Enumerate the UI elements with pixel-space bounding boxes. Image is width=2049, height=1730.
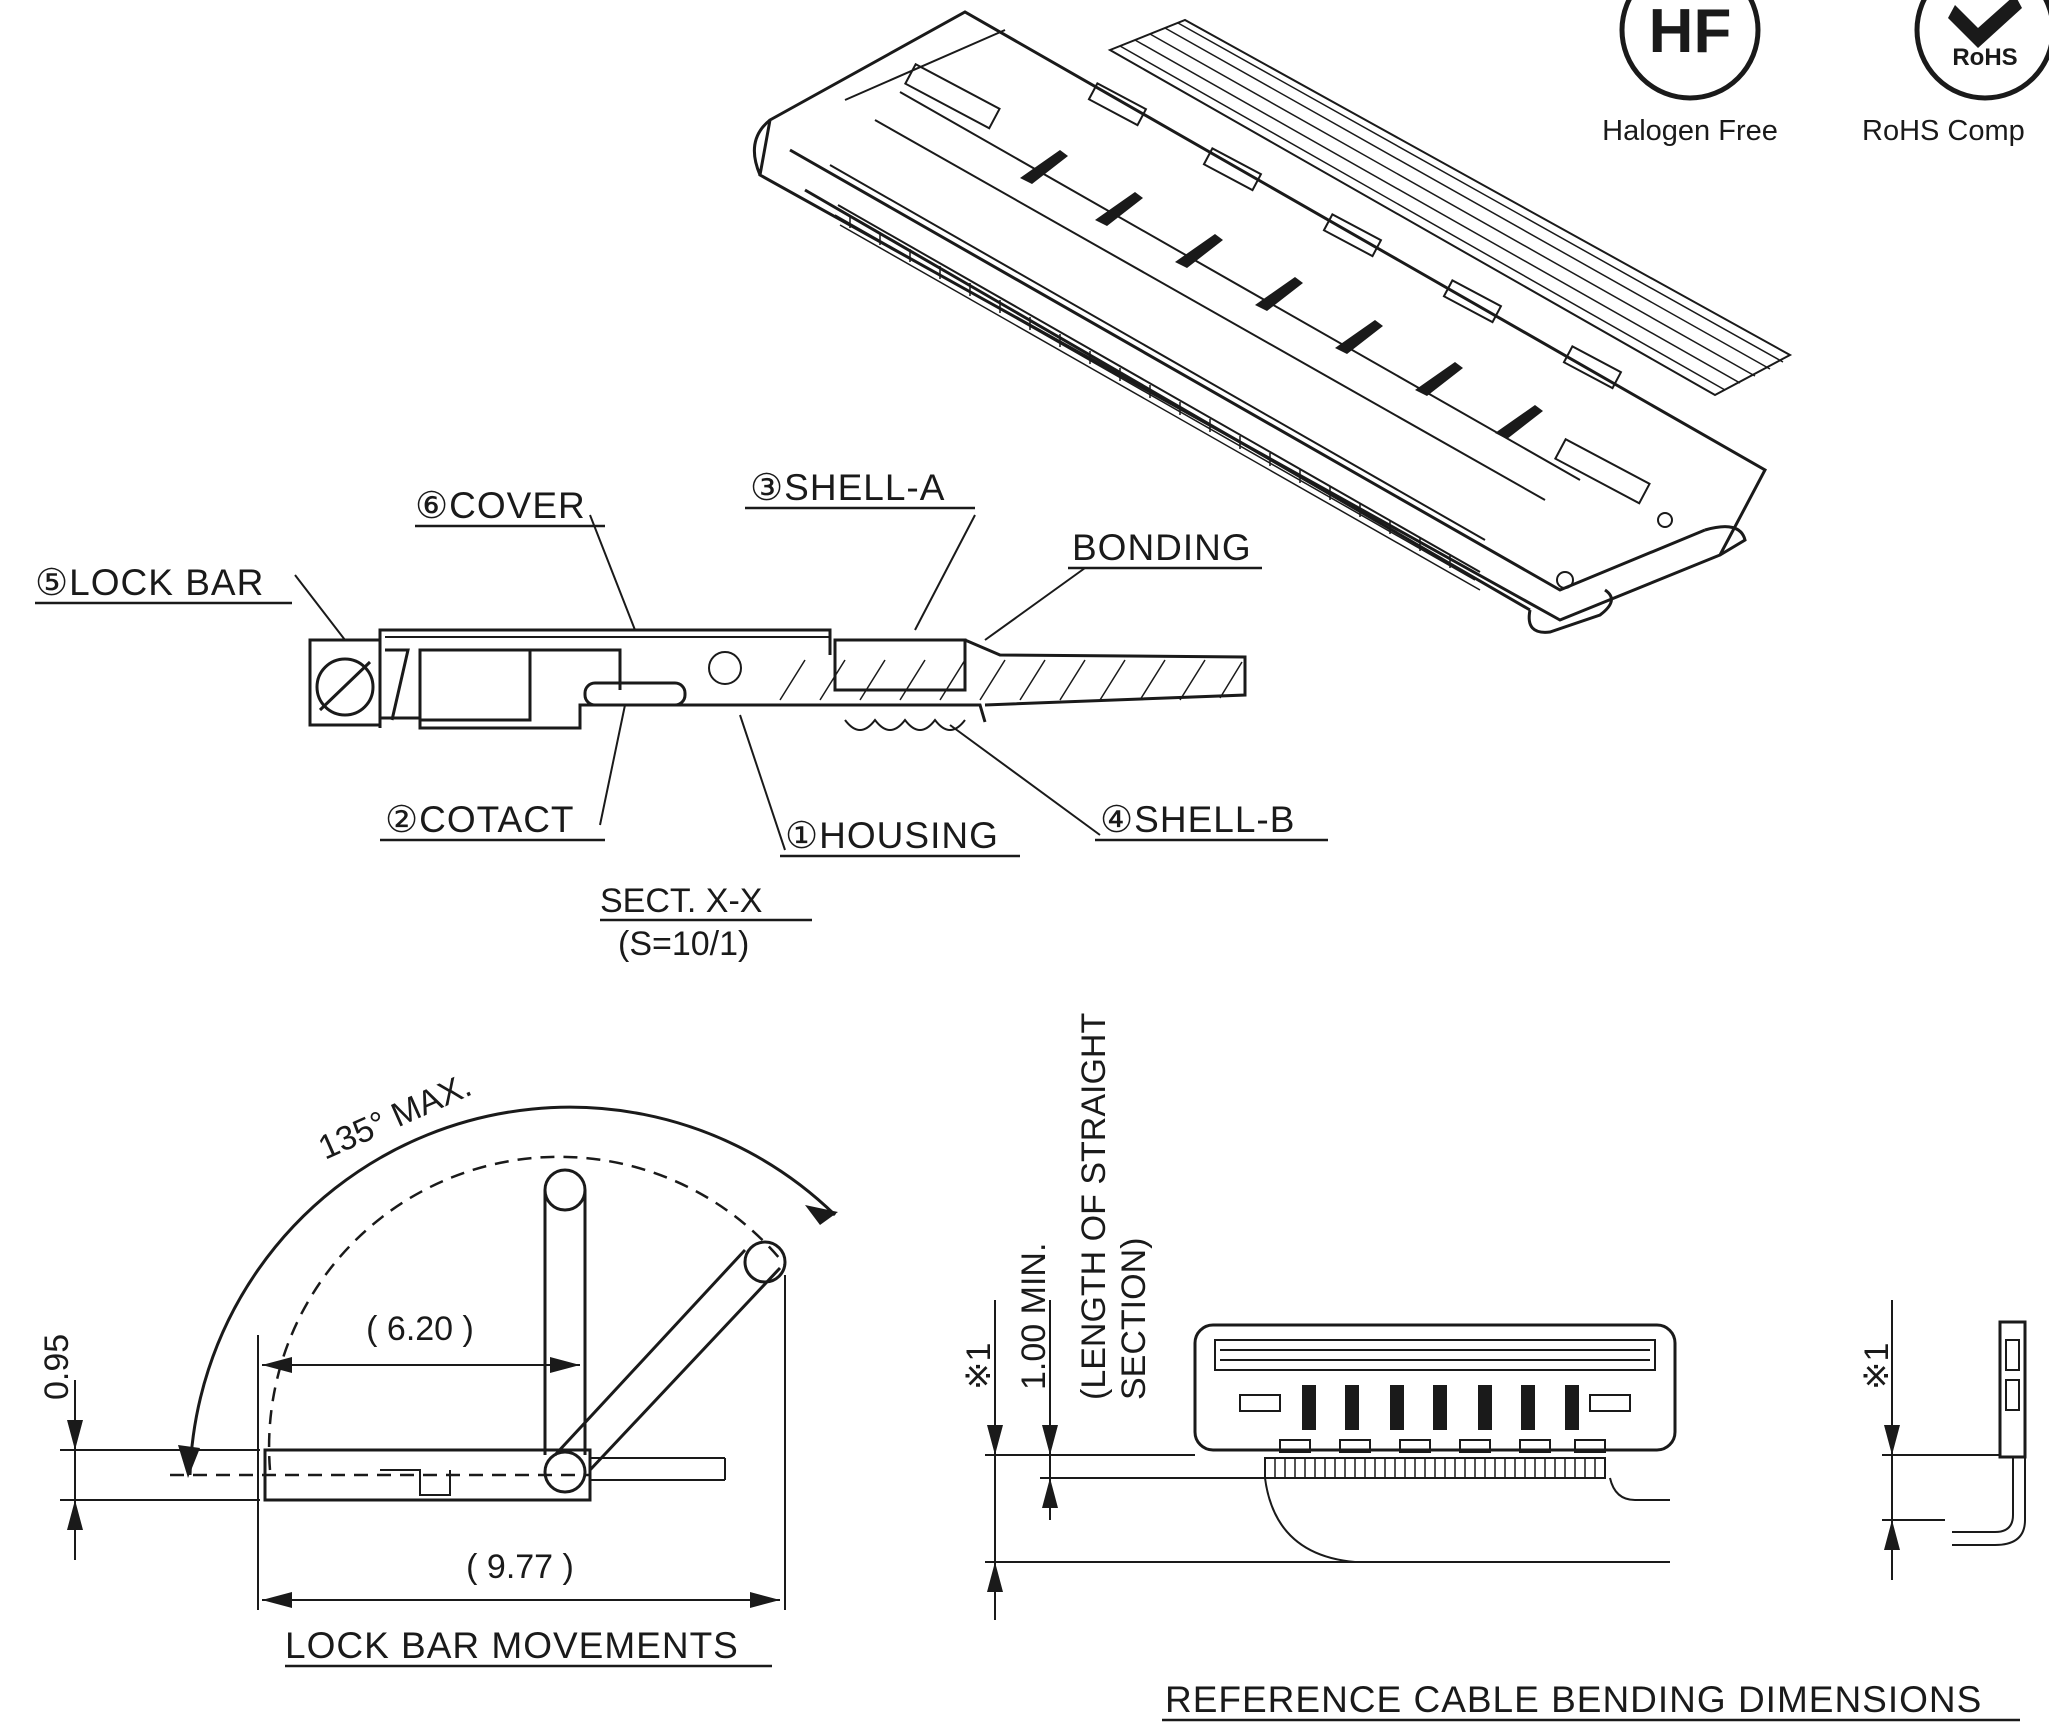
section-scale: (S=10/1) — [618, 925, 749, 963]
bottom-contact-row — [834, 214, 1481, 591]
checkmark-icon — [1948, 0, 2022, 48]
side-view: ※1 — [1858, 1300, 2027, 1580]
cable-bending-view: ※1 1.00 MIN. (LENGTH OF STRAIGHT SECTION… — [960, 1013, 2027, 1722]
label-shell-a: ③SHELL-A — [750, 467, 945, 508]
label-bonding: BONDING — [1072, 527, 1252, 568]
dim-height-label: 0.95 — [38, 1334, 76, 1400]
contact-pins — [1020, 150, 1543, 439]
front-slots — [1279, 1439, 1606, 1453]
label-contact: ②COTACT — [385, 799, 575, 840]
label-shell-b: ④SHELL-B — [1100, 799, 1295, 840]
cable-bending-title: REFERENCE CABLE BENDING DIMENSIONS — [1165, 1679, 1982, 1720]
min-length-label: 1.00 MIN. — [1015, 1243, 1053, 1390]
lock-bar-title: LOCK BAR MOVEMENTS — [285, 1625, 739, 1666]
cable-ribbon-lines — [1119, 22, 1784, 391]
hf-caption: Halogen Free — [1602, 115, 1778, 147]
dim-inner-label: ( 6.20 ) — [366, 1310, 474, 1348]
label-housing: ①HOUSING — [785, 815, 999, 856]
note-mark: ※1 — [960, 1343, 998, 1390]
connector-slots — [903, 62, 1651, 505]
angle-label: 135° MAX. — [313, 1066, 477, 1167]
cable-conductors — [1274, 1458, 1596, 1478]
front-contact-pins — [1302, 1385, 1579, 1430]
straight-section-line2: SECTION) — [1115, 1238, 1153, 1400]
rohs-symbol: RoHS — [1952, 44, 2017, 71]
hf-symbol: HF — [1649, 0, 1732, 66]
rohs-caption: RoHS Comp — [1862, 115, 2025, 147]
section-title: SECT. X-X — [600, 882, 762, 920]
label-lock-bar: ⑤LOCK BAR — [35, 562, 264, 603]
halogen-free-badge: HF Halogen Free — [1602, 0, 1778, 147]
dim-outer-label: ( 9.77 ) — [466, 1548, 574, 1586]
lock-bar-movements-view: 135° MAX. ( 6.20 ) ( 9.77 ) 0.95 LOCK BA… — [38, 1066, 838, 1668]
cable-section-hatch — [779, 659, 1243, 701]
section-view: ⑤LOCK BAR ⑥COVER ③SHELL-A BONDING ②COTAC… — [35, 467, 1328, 963]
connector-isometric-view — [752, 10, 1793, 634]
label-cover: ⑥COVER — [415, 485, 586, 526]
straight-section-line1: (LENGTH OF STRAIGHT — [1075, 1013, 1113, 1400]
note-mark-right: ※1 — [1858, 1343, 1896, 1390]
rohs-badge: RoHS RoHS Comp — [1862, 0, 2049, 147]
